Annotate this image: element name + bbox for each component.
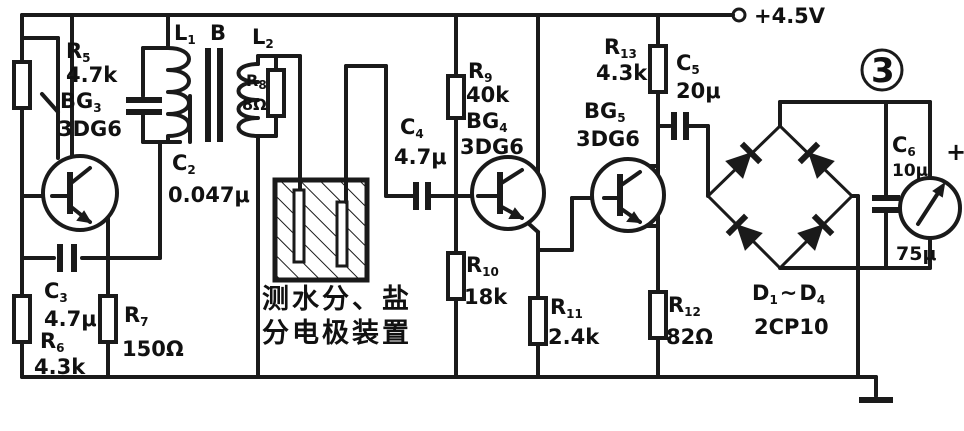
capacitor-c3 <box>57 244 77 272</box>
r10-label: R10 <box>466 253 499 279</box>
inductor-l1 <box>166 13 192 144</box>
microammeter <box>898 176 962 240</box>
bg3-label: BG3 <box>60 89 102 115</box>
supply-rail <box>20 7 747 23</box>
l1-label: L1 <box>174 21 196 47</box>
r5-value: 4.7k <box>66 63 118 87</box>
figure-number-circle <box>860 48 904 92</box>
resistor-r11 <box>528 296 548 346</box>
figure-number: 3 <box>871 51 895 91</box>
r12-value: 82Ω <box>666 325 713 349</box>
capacitor-c6 <box>872 100 900 270</box>
r11-label: R11 <box>550 295 583 321</box>
r10-value: 18k <box>464 285 508 309</box>
resistor-r5 <box>12 60 32 110</box>
resistor-r10 <box>446 251 466 301</box>
capacitor-c4 <box>384 182 480 210</box>
meter-wiring <box>884 100 932 270</box>
ground-symbol <box>856 375 893 403</box>
resistor-r9 <box>446 74 466 120</box>
c5-label: C5 <box>676 51 700 77</box>
resistor-r13 <box>648 44 668 94</box>
c3-label: C3 <box>44 279 68 305</box>
resistor-r12 <box>648 290 668 340</box>
transistor-bg4 <box>470 155 546 231</box>
l2-label: L2 <box>252 25 274 51</box>
meter-plus: + <box>946 138 964 166</box>
diode-d3 <box>725 213 763 251</box>
r11-value: 2.4k <box>548 325 600 349</box>
r13-value: 4.3k <box>596 61 648 85</box>
c2-label: C2 <box>172 151 196 177</box>
supply-voltage-label: +4.5V <box>754 4 826 28</box>
r8-value: 8Ω <box>242 95 267 114</box>
bridge-rectifier <box>705 100 888 379</box>
c5-value: 20μ <box>676 79 721 103</box>
capacitor-c5 <box>671 112 710 198</box>
bg5-type: 3DG6 <box>576 127 640 151</box>
bg4-type: 3DG6 <box>460 135 524 159</box>
core-b-label: B <box>210 21 226 45</box>
sensor-caption-line2: 分电极装置 <box>262 318 412 349</box>
diodes-type: 2CP10 <box>754 315 829 339</box>
c6-label: C6 <box>892 133 916 159</box>
transistor-bg3 <box>41 154 119 232</box>
electrode-sensor <box>272 64 388 283</box>
meter-value: 75μ <box>896 243 936 265</box>
transistor-bg5 <box>590 157 666 233</box>
bg4-wiring <box>454 13 606 379</box>
r13-label: R13 <box>604 35 637 61</box>
diode-d2 <box>797 141 835 179</box>
r9-label: R9 <box>468 59 493 85</box>
r12-label: R12 <box>668 293 701 319</box>
bg5-label: BG5 <box>584 99 626 125</box>
bg3-type: 3DG6 <box>58 117 122 141</box>
transformer-core-b <box>205 48 223 142</box>
diodes-label: D1~D4 <box>752 281 825 307</box>
inductor-l2 <box>236 54 302 379</box>
r6-label: R6 <box>40 329 65 355</box>
capacitor-c1 <box>126 46 170 144</box>
bg4-label: BG4 <box>466 109 508 135</box>
r7-value: 150Ω <box>122 337 184 361</box>
diode-d1 <box>725 141 763 179</box>
diode-d4 <box>797 213 835 251</box>
supply-terminal <box>731 7 747 23</box>
c6-value: 10μ <box>892 161 928 181</box>
r8-label: R8 <box>246 71 267 92</box>
r7-label: R7 <box>124 303 149 329</box>
resistor-r8 <box>266 68 286 118</box>
c3-value: 4.7μ <box>44 307 97 331</box>
c4-label: C4 <box>400 115 424 141</box>
resistor-r6 <box>12 294 32 344</box>
r6-value: 4.3k <box>34 355 86 379</box>
resistor-r7 <box>98 294 118 344</box>
c2-value: 0.047μ <box>168 183 250 207</box>
r5-label: R5 <box>66 39 91 65</box>
c4-value: 4.7μ <box>394 145 447 169</box>
r9-value: 40k <box>466 83 510 107</box>
sensor-caption-line1: 测水分、盐 <box>262 284 412 315</box>
